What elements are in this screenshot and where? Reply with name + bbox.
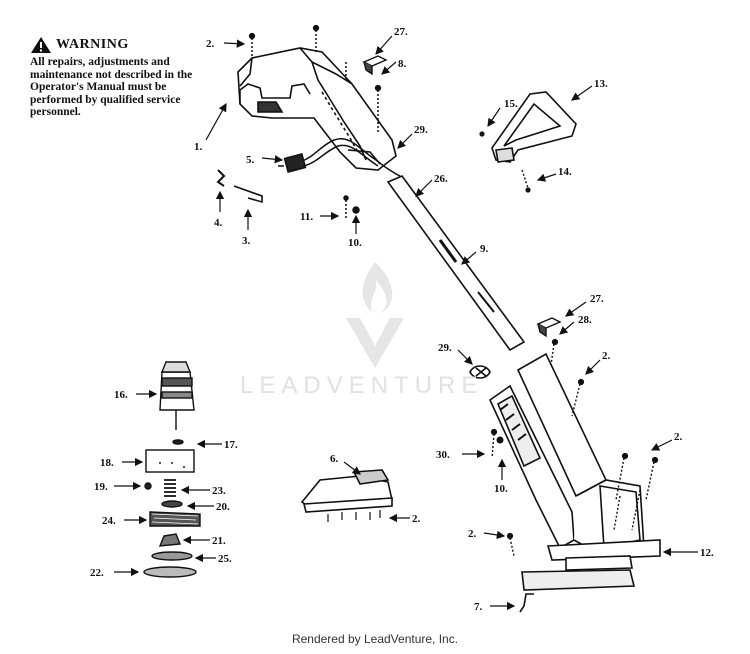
part-label: 10. — [494, 483, 508, 495]
part-label: 26. — [434, 173, 448, 185]
wire-guide — [519, 593, 534, 613]
part-label: 12. — [700, 547, 714, 559]
handle-screws — [479, 131, 531, 193]
screws-upper — [248, 24, 382, 132]
part-label: 8. — [398, 58, 407, 70]
footer-credit: Rendered by LeadVenture, Inc. — [291, 632, 459, 646]
part-label: 27. — [590, 293, 604, 305]
switch-trigger — [362, 55, 388, 76]
assist-handle — [491, 91, 577, 163]
part-label: 28. — [578, 314, 592, 326]
part-label: 14. — [558, 166, 572, 178]
part-label: 1. — [194, 141, 203, 153]
small-parts-3-4 — [216, 169, 263, 204]
part-labels: 2. 27. 8. 1. 29. 5. 26. 4. 3. 11. 10. 13… — [90, 26, 714, 613]
part-label: 20. — [216, 501, 230, 513]
part-label: 10. — [348, 237, 362, 249]
part-label: 22. — [90, 567, 104, 579]
part-label: 15. — [504, 98, 518, 110]
part-label: 5. — [246, 154, 255, 166]
motor — [159, 361, 195, 430]
leader-lines — [114, 35, 698, 611]
part-label: 30. — [436, 449, 450, 461]
part-label: 2. — [206, 38, 215, 50]
part-label: 9. — [480, 243, 489, 255]
part-label: 24. — [102, 515, 116, 527]
part-label: 27. — [394, 26, 408, 38]
part-label: 4. — [214, 217, 223, 229]
part-label: 25. — [218, 553, 232, 565]
part-label: 6. — [330, 453, 339, 465]
part-label: 3. — [242, 235, 251, 247]
lower-switch — [536, 317, 562, 373]
part-label: 29. — [438, 342, 452, 354]
part-label: 17. — [224, 439, 238, 451]
watermark-logo — [346, 262, 404, 368]
part-label: 19. — [94, 481, 108, 493]
housing-screws — [490, 378, 659, 557]
part-label: 13. — [594, 78, 608, 90]
part-label: 2. — [674, 431, 683, 443]
power-cord — [275, 137, 401, 177]
part-label: 2. — [602, 350, 611, 362]
bolts-11-10 — [343, 195, 360, 220]
part-label: 18. — [100, 457, 114, 469]
part-label: 23. — [212, 485, 226, 497]
guard-screws — [327, 510, 381, 522]
warning-heading: WARNING — [30, 36, 200, 54]
part-label: 7. — [474, 601, 483, 613]
motor-components — [143, 439, 201, 578]
warning-box: WARNING All repairs, adjustments and mai… — [30, 36, 200, 119]
part-label: 11. — [300, 211, 313, 223]
guard-cover — [300, 469, 393, 513]
part-label: 16. — [114, 389, 128, 401]
part-label: 2. — [468, 528, 477, 540]
upper-housing — [237, 47, 397, 171]
cord-clip — [469, 365, 491, 379]
part-label: 2. — [412, 513, 421, 525]
lower-housing — [488, 352, 661, 591]
warning-text: All repairs, adjustments and maintenance… — [30, 56, 193, 118]
part-label: 21. — [212, 535, 226, 547]
watermark-text: LEADVENTURE — [240, 372, 484, 399]
warning-triangle-icon — [31, 37, 51, 53]
warning-title: WARNING — [56, 37, 129, 52]
part-label: 29. — [414, 124, 428, 136]
upper-shaft — [386, 175, 526, 352]
